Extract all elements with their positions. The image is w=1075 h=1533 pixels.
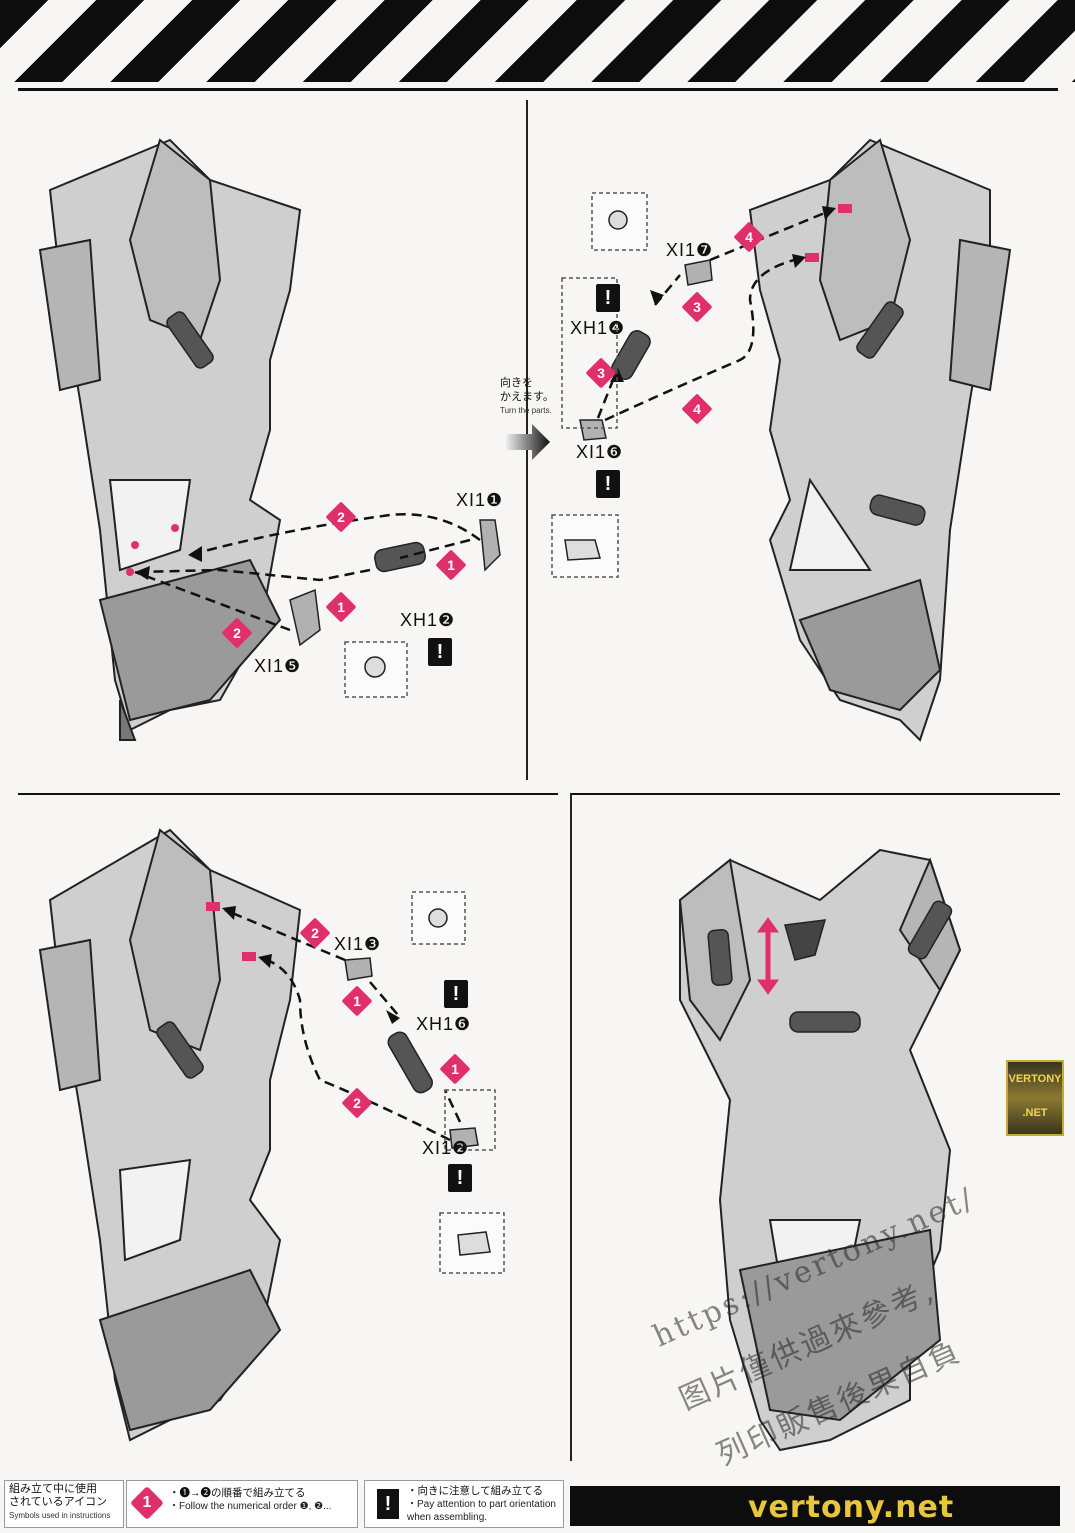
warning-icon: ! [428,638,452,666]
part-label-xi1-6: XI1❻ [576,442,624,462]
step-marker-1: 1 [435,549,467,581]
step-marker-2: 2 [341,1087,373,1119]
warning-icon: ! [444,980,468,1008]
part-label-xh1-6: XH1❻ [416,1014,472,1034]
panel-divider-right [570,793,1060,795]
header-rule [18,88,1058,91]
part-label-xi1-7: XI1❼ [666,240,714,260]
turn-parts-note: 向きを かえます。 Turn the parts. [500,377,554,415]
part-illustration-2 [551,138,1012,742]
panel-divider-left [18,793,558,795]
legend-title: 組み立て中に使用 されているアイコン Symbols used in instr… [4,1480,124,1528]
part-illustration-3 [38,828,505,1442]
warning-icon: ! [377,1489,399,1519]
step-order-icon: 1 [130,1486,164,1520]
step-marker-2: 2 [299,917,331,949]
part-label-xh1-4: XH1❹ [570,318,626,338]
icon-legend: 組み立て中に使用 されているアイコン Symbols used in instr… [0,1476,1075,1533]
warning-icon: ! [596,470,620,498]
step-marker-1: 1 [325,591,357,623]
step-panel-2: XI1❼ XH1❹ XI1❻ ! ! 4 3 3 4 [540,100,1060,780]
legend-orientation: ! ・向きに注意して組み立てる ・Pay attention to part o… [364,1480,564,1528]
step-panel-3: XI1❸ XH1❻ XI1❷ ! ! 2 1 1 2 [20,800,565,1465]
turn-arrow-icon [506,424,550,460]
part-label-xi1-1: XI1❶ [456,490,504,510]
step-marker-4: 4 [681,393,713,425]
completed-panel [580,800,1060,1465]
step-marker-3: 3 [585,357,617,389]
warning-icon: ! [596,284,620,312]
step-panel-1: XI1❶ XH1❷ XI1❺ ! 2 1 1 2 [20,100,520,780]
part-label-xh1-2: XH1❷ [400,610,456,630]
panel-divider-vertical-bottom [570,793,572,1461]
hazard-stripe-header [0,0,1075,82]
footer-bar [570,1486,1060,1526]
legend-order: 1 ・❶→❷の順番で組み立てる ・Follow the numerical or… [126,1480,358,1528]
vertony-badge: VERTONY .NET [1006,1060,1064,1136]
part-label-xi1-3: XI1❸ [334,934,382,954]
site-watermark: vertony.net [748,1490,955,1525]
step-marker-1: 1 [439,1053,471,1085]
completed-part-illustration [678,848,962,1452]
part-label-xi1-5: XI1❺ [254,656,302,676]
step-marker-4: 4 [733,221,765,253]
step-marker-1: 1 [341,985,373,1017]
step-marker-2: 2 [325,501,357,533]
part-illustration-1 [38,138,501,741]
warning-icon: ! [448,1164,472,1192]
part-label-xi1-2: XI1❷ [422,1138,470,1158]
step-marker-2: 2 [221,617,253,649]
step-marker-3: 3 [681,291,713,323]
